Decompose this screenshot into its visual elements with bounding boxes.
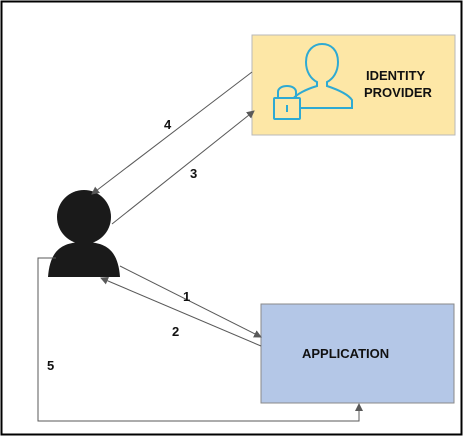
step-label-3: 3	[190, 166, 197, 181]
arrow-step-4	[91, 71, 253, 195]
step-label-2: 2	[172, 324, 179, 339]
step-label-1: 1	[183, 289, 190, 304]
arrow-step-5	[37, 257, 363, 422]
person-outline-icon	[291, 42, 353, 109]
step-label-4: 4	[164, 117, 172, 132]
arrow-step-3	[111, 110, 255, 225]
user-icon	[48, 190, 120, 277]
arrow-step-2	[100, 277, 262, 347]
padlock-icon	[273, 85, 301, 120]
application-label: APPLICATION	[302, 346, 389, 361]
arrow-step-1	[119, 265, 262, 338]
application-rect	[260, 303, 455, 404]
application-box: APPLICATION	[260, 303, 455, 404]
identity-provider-label-line1: IDENTITY	[366, 68, 426, 83]
identity-provider-box: IDENTITY PROVIDER	[251, 34, 456, 136]
step-label-5: 5	[47, 358, 54, 373]
identity-provider-label-line2: PROVIDER	[364, 85, 433, 100]
